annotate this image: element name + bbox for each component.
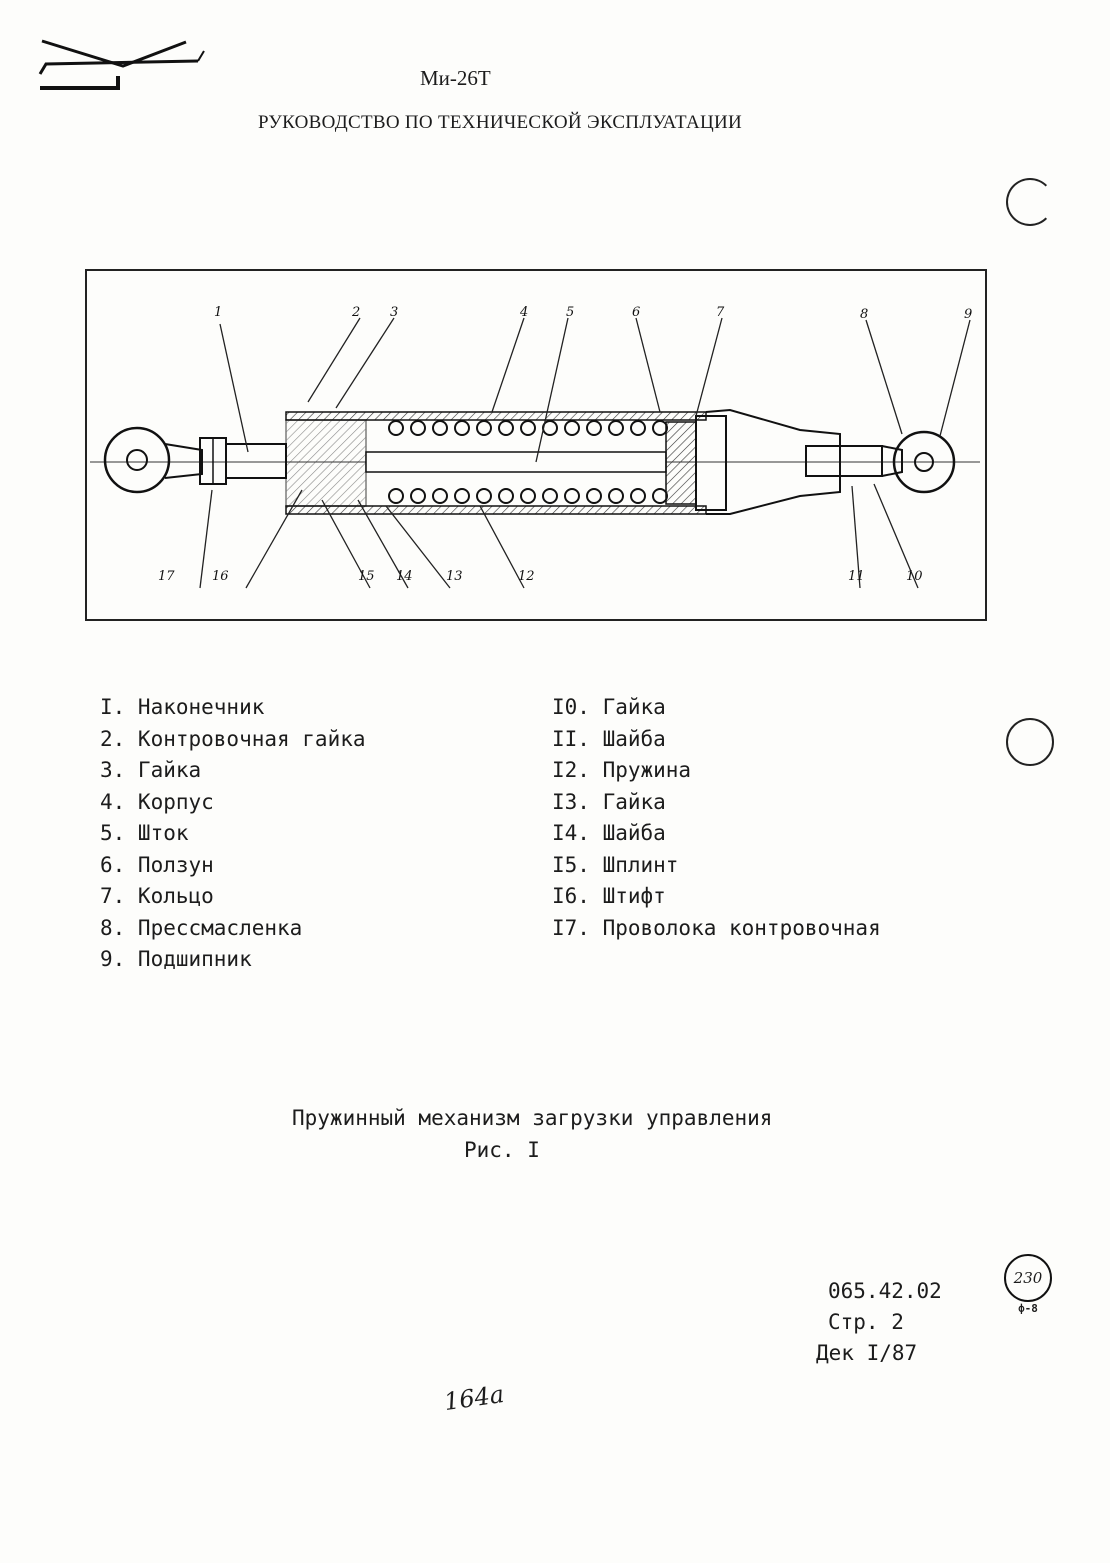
- manual-title: РУКОВОДСТВО ПО ТЕХНИЧЕСКОЙ ЭКСПЛУАТАЦИИ: [258, 112, 743, 133]
- page-number: Стр. 2: [828, 1310, 904, 1334]
- legend-item: 4. Корпус: [100, 789, 214, 814]
- callout-16: 16: [212, 569, 229, 584]
- callout-9: 9: [964, 307, 972, 322]
- legend-item: 3. Гайка: [100, 758, 202, 782]
- figure-number: Рис. I: [464, 1138, 540, 1162]
- callout-8: 8: [860, 307, 868, 322]
- legend-item: I7. Проволока контровочная: [552, 915, 881, 940]
- callout-7: 7: [716, 305, 725, 320]
- helicopter-logo-icon: [38, 39, 205, 90]
- spring-coils: [388, 420, 668, 504]
- revision-date: Дек I/87: [816, 1341, 918, 1365]
- doc-code: 065.42.02: [828, 1279, 942, 1303]
- stamp-number: 230: [1004, 1254, 1052, 1302]
- legend-item: 9. Подшипник: [100, 947, 252, 971]
- callout-2: 2: [351, 305, 360, 320]
- rod-end-right: [805, 430, 956, 494]
- callout-13: 13: [446, 569, 463, 584]
- legend-item: 2. Контровочная гайка: [100, 726, 366, 751]
- parts-legend-left: I. Наконечник 2. Контровочная гайка 3. Г…: [100, 692, 366, 976]
- legend-item: 5. Шток: [100, 821, 189, 845]
- figure-caption: Пружинный механизм загрузки управления: [292, 1106, 773, 1130]
- callout-14: 14: [396, 569, 413, 584]
- callout-17: 17: [158, 569, 175, 584]
- legend-item: I4. Шайба: [552, 821, 666, 845]
- legend-item: I0. Гайка: [552, 695, 666, 719]
- rod-end-left: [103, 426, 203, 494]
- callout-4: 4: [519, 305, 528, 320]
- callout-3: 3: [390, 305, 398, 320]
- legend-item: II. Шайба: [552, 726, 666, 751]
- stamp-sub: ф-8: [1018, 1302, 1038, 1315]
- housing: [285, 408, 841, 515]
- legend-item: I. Наконечник: [100, 695, 265, 719]
- handwritten-note: 164a: [442, 1379, 506, 1417]
- callout-12: 12: [518, 569, 535, 584]
- callout-15: 15: [358, 569, 375, 584]
- callout-10: 10: [906, 569, 923, 584]
- parts-legend-right: I0. Гайка II. Шайба I2. Пружина I3. Гайк…: [552, 692, 881, 944]
- document-code-block: 065.42.02 Стр. 2 Дек I/87: [816, 1276, 942, 1369]
- callout-5: 5: [566, 305, 574, 320]
- legend-item: 6. Ползун: [100, 852, 214, 877]
- binder-hole: [1006, 178, 1054, 226]
- legend-item: I5. Шплинт: [552, 852, 679, 877]
- callout-6: 6: [632, 305, 640, 320]
- legend-item: 7. Кольцо: [100, 884, 214, 908]
- spring-mechanism-drawing: 1 2 3 4 5 6 7 8 9 10 11 12 13 14 15 16 1…: [85, 269, 987, 621]
- legend-item: I2. Пружина: [552, 758, 692, 782]
- callout-1: 1: [214, 305, 222, 320]
- legend-item: I6. Штифт: [552, 884, 666, 908]
- legend-item: I3. Гайка: [552, 789, 666, 814]
- binder-hole: [1006, 718, 1054, 766]
- callout-11: 11: [848, 569, 865, 584]
- inspection-stamp: 230 ф-8: [1004, 1254, 1060, 1315]
- aircraft-model: Ми-26Т: [420, 66, 491, 90]
- legend-item: 8. Прессмасленка: [100, 915, 303, 940]
